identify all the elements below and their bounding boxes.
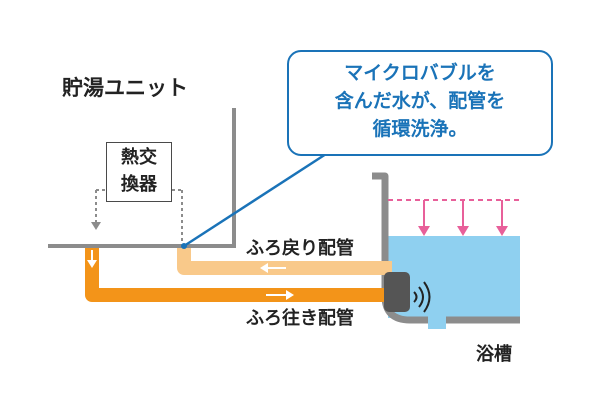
supply-pipe-label: ふろ往き配管 bbox=[246, 308, 354, 329]
callout-pointer-dot bbox=[181, 243, 187, 249]
pressure-arrowhead-1 bbox=[418, 226, 430, 236]
storage-unit-title: 貯湯ユニット bbox=[62, 76, 188, 100]
supply-down-arrowhead bbox=[87, 260, 97, 268]
callout-line-2: 含んだ水が、配管を bbox=[334, 90, 506, 112]
callout-pointer bbox=[183, 152, 327, 248]
jet-nozzle bbox=[384, 272, 410, 312]
callout-bubble bbox=[287, 50, 553, 156]
bathtub-outlet bbox=[428, 315, 446, 329]
pressure-arrows bbox=[388, 199, 520, 236]
heat-exchanger-label-line2: 換器 bbox=[121, 174, 157, 195]
bubble-waves-icon bbox=[413, 281, 431, 313]
supply-flow-arrowhead bbox=[286, 290, 294, 300]
hx-connector-left-arrowhead bbox=[91, 222, 101, 230]
flow-arrows bbox=[87, 250, 294, 300]
pressure-arrowhead-3 bbox=[496, 226, 508, 236]
heat-exchanger-box bbox=[106, 142, 172, 202]
bathtub-label: 浴槽 bbox=[476, 344, 512, 365]
heat-exchanger-label-line1: 熱交 bbox=[121, 147, 157, 168]
callout-line-3: 循環洗浄。 bbox=[372, 118, 468, 140]
return-flow-arrowhead bbox=[260, 263, 268, 273]
pressure-arrowhead-2 bbox=[457, 226, 469, 236]
callout-line-1: マイクロバブルを bbox=[344, 62, 496, 84]
return-pipe-label: ふろ戻り配管 bbox=[246, 238, 354, 259]
return-pipe bbox=[177, 244, 392, 275]
